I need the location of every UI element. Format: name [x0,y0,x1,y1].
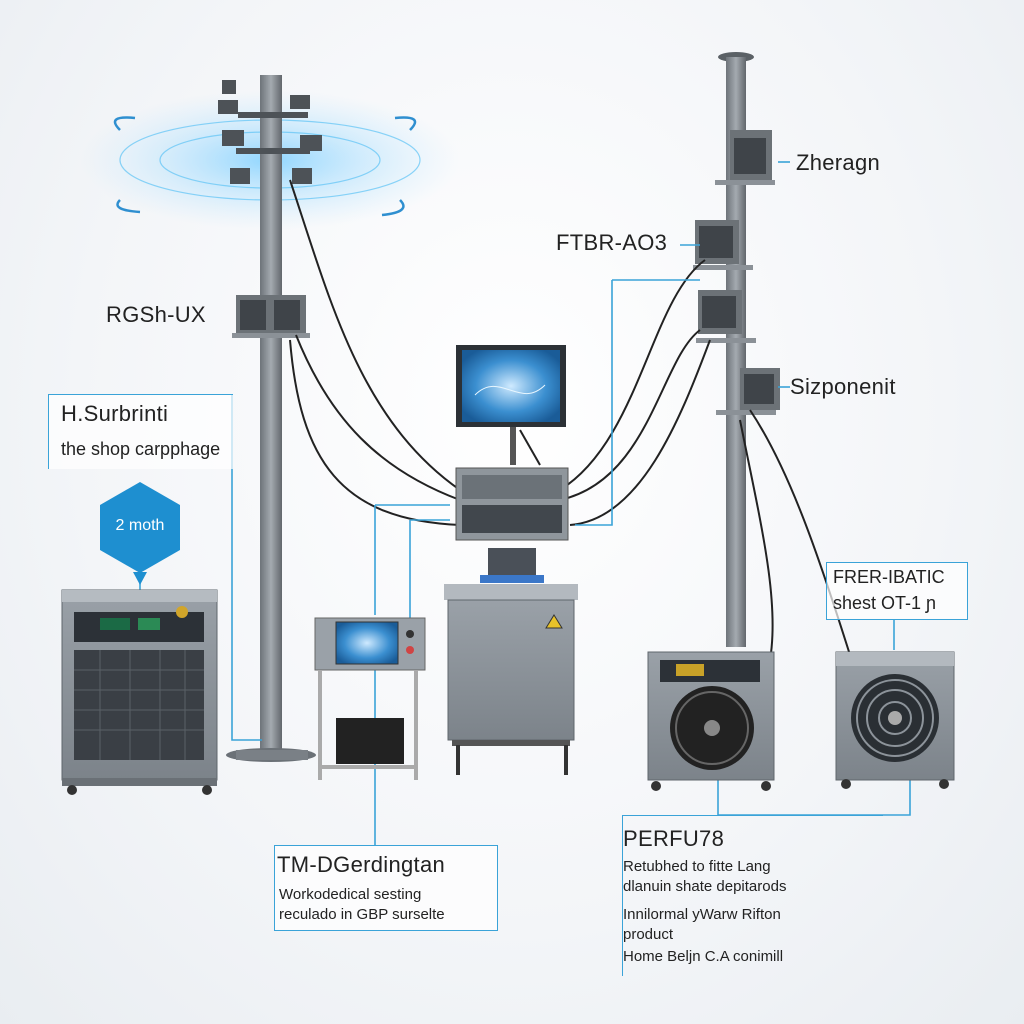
info-box-bottom-title: TM-DGerdingtan [277,852,446,877]
info-box-bottom-line2: reculado in GBP surselte [279,906,445,923]
fan-unit-2 [835,651,955,789]
hex-badge-label: 2 moth [115,517,165,534]
info-right-title: PERFU78 [623,826,725,851]
left-pole [218,75,322,762]
frer-line1: FRER-IBATIC [833,567,945,587]
label-zheragn: Zheragn [796,150,881,175]
control-cart [314,617,426,780]
info-right-line4: product [623,926,674,943]
left-cabinet [61,589,218,795]
info-right-line3: Innilormal yWarw Rifton [623,906,781,923]
label-rgsh: RGSh-UX [106,302,206,327]
info-block-right: PERFU78 Retubhed to fitte Lang dlanuin s… [622,815,883,976]
right-pole [693,52,780,647]
label-ftbr: FTBR-AO3 [556,230,668,255]
info-box-bottom: TM-DGerdingtan Workodedical sesting recu… [274,845,498,931]
hex-badge [100,482,180,585]
info-box-frer: FRER-IBATIC shest OT-1 ɲ [826,562,968,620]
info-right-line1: Retubhed to fitte Lang [623,858,771,875]
info-box-left: H.Surbrinti the shop carpphage [48,394,233,469]
label-sizponenit: Sizponenit [790,374,896,399]
info-box-left-subtitle: the shop carpphage [61,439,221,459]
fan-unit-1 [647,651,775,791]
info-right-line2: dlanuin shate depitarods [623,878,787,895]
info-right-line5: Home Beljn C.A conimill [623,948,784,965]
central-console [444,345,578,775]
frer-line2: shest OT-1 ɲ [833,593,937,613]
info-box-left-title: H.Surbrinti [61,401,169,426]
info-box-bottom-line1: Workodedical sesting [279,886,422,903]
